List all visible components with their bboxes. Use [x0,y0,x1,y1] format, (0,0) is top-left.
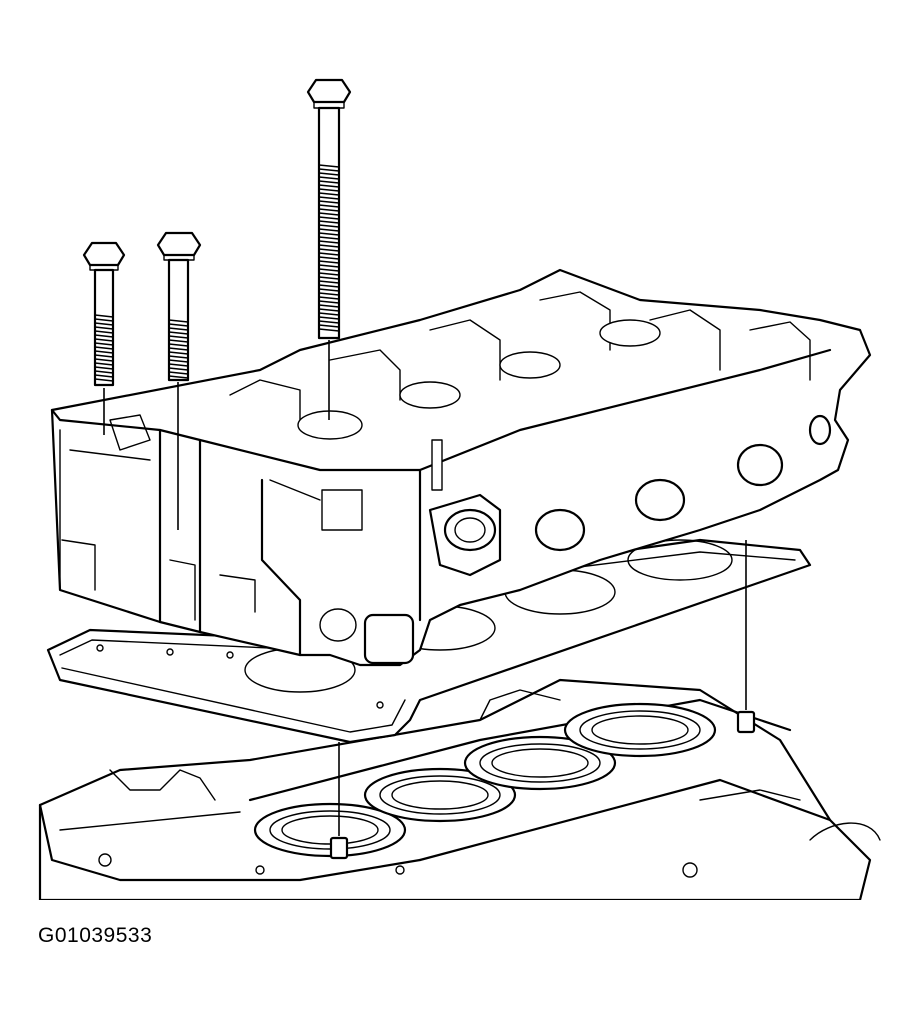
bolt-thread [94,318,114,322]
bolt-thread [168,355,189,359]
bolt-thread [318,252,340,256]
bolt-thread [94,354,114,358]
bolt-thread [318,276,340,280]
bolt-thread [318,220,340,224]
bolt-thread [318,292,340,296]
bolt-thread [318,272,340,276]
bolt-thread [168,371,189,375]
cylinder-bore [563,702,717,758]
bolt-thread [318,232,340,236]
engine-block [38,678,881,900]
bolt-thread [94,358,114,362]
bolt-thread [168,363,189,367]
bolt-thread [318,280,340,284]
bolt-thread [318,224,340,228]
figure-id-label: G01039533 [38,924,153,947]
bolt-thread [168,327,189,331]
bolt-thread [318,176,340,180]
bolt-thread [318,192,340,196]
bolt-thread [318,300,340,304]
bolt-thread [94,346,114,350]
bolt-thread [318,244,340,248]
bolt-thread [168,331,189,335]
cylinder-bore [363,767,517,823]
bolt-thread [318,324,340,328]
bolt-thread [318,268,340,272]
bolt-thread [94,378,114,382]
bolt-thread [318,196,340,200]
bolt-thread [94,326,114,330]
bolt-thread [318,308,340,312]
bolt-thread [94,322,114,326]
bolt-thread [318,216,340,220]
bolt-thread [94,330,114,334]
bolt-thread [168,343,189,347]
bolt-thread [318,296,340,300]
bolt-thread [94,342,114,346]
bolt-thread [168,359,189,363]
cylinder-bore [463,735,617,791]
bolt-thread [318,260,340,264]
bolt-thread [168,323,189,327]
bolt-thread [318,204,340,208]
bolt-thread [318,316,340,320]
bolt-thread [318,212,340,216]
bolt-thread [318,312,340,316]
bolt-thread [168,319,189,323]
cylinder-head-bolt [306,78,352,340]
bolt-thread [94,370,114,374]
bolt-thread [94,366,114,370]
bolt-thread [168,351,189,355]
bolt-thread [168,367,189,371]
bolt-thread [94,338,114,342]
bolt-thread [168,375,189,379]
bolt-thread [318,256,340,260]
locating-dowel-pin [329,836,349,860]
bolt-thread [318,328,340,332]
bolt-thread [94,350,114,354]
locating-dowel-pin [736,710,756,734]
alignment-leader-lines [103,340,747,836]
bolt-thread [318,240,340,244]
cylinder-head [50,268,872,667]
bolt-thread [94,334,114,338]
exploded-diagram [38,78,881,900]
bolt-thread [318,264,340,268]
bolt-thread [318,188,340,192]
bolt-thread [318,172,340,176]
bolt-thread [318,304,340,308]
cylinder-head-bolt [156,231,202,382]
bolt-thread [318,168,340,172]
bolt-thread [94,362,114,366]
bolt-thread [318,228,340,232]
bolt-thread [318,320,340,324]
bolt-thread [318,200,340,204]
bolt-thread [318,288,340,292]
bolt-thread [94,314,114,318]
bolt-thread [318,180,340,184]
bolt-thread [168,335,189,339]
bolt-thread [318,208,340,212]
bolt-thread [318,248,340,252]
bolt-thread [318,184,340,188]
bolt-thread [94,374,114,378]
bolt-thread [168,339,189,343]
bolt-thread [318,284,340,288]
bolt-thread [168,347,189,351]
bolt-thread [318,164,340,168]
bolt-thread [318,236,340,240]
cylinder-head-bolt [82,241,126,387]
